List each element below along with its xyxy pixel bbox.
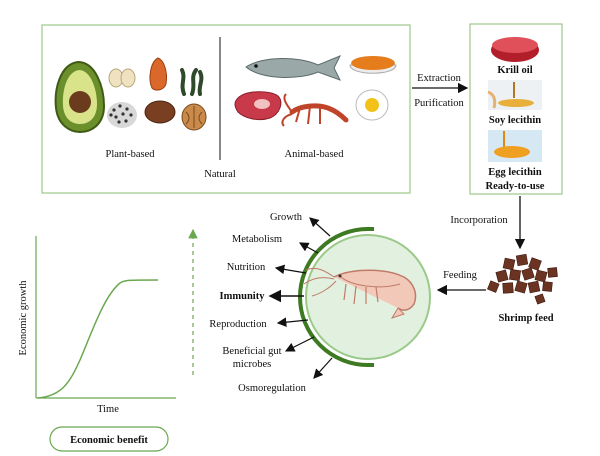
soy-lecithin-icon <box>487 80 542 110</box>
gut-microbes-label-line1: Beneficial gut <box>222 346 281 357</box>
shrimp-feed-label: Shrimp feed <box>498 313 553 324</box>
egg-icon <box>355 89 389 121</box>
krill-oil-label: Krill oil <box>497 65 532 76</box>
osmoregulation-label: Osmoregulation <box>238 383 306 394</box>
ready-to-use-label: Ready-to-use <box>486 181 545 192</box>
purification-label: Purification <box>414 98 464 109</box>
seeds-icon <box>108 68 136 88</box>
fish-icon <box>245 55 342 81</box>
gut-microbes-label-line2: microbes <box>233 359 272 370</box>
reproduction-label: Reproduction <box>209 319 267 330</box>
meat-icon <box>234 91 282 121</box>
krill-oil-icon <box>491 37 539 62</box>
nutrition-arrow <box>274 264 307 275</box>
graph-x-label: Time <box>97 404 119 415</box>
natural-label: Natural <box>204 169 236 180</box>
sources-box <box>41 24 411 194</box>
growth-label: Growth <box>270 212 303 223</box>
graph-y-label: Economic growth <box>18 280 29 356</box>
economic-benefit-label: Economic benefit <box>70 435 148 446</box>
osmoregulation-arrow <box>313 357 333 379</box>
walnut-icon <box>181 103 207 131</box>
animal-based-label: Animal-based <box>285 149 345 160</box>
plant-based-label: Plant-based <box>106 149 156 160</box>
soy-lecithin-label: Soy lecithin <box>489 115 541 126</box>
reproduction-arrow <box>276 317 309 327</box>
shrimp-feed-pellets-icon <box>487 253 558 305</box>
incorporation-label: Incorporation <box>450 215 508 226</box>
shrimp-circle <box>305 234 431 360</box>
immunity-label: Immunity <box>220 291 266 302</box>
feeding-label: Feeding <box>443 270 478 281</box>
gut-microbes-arrow <box>284 336 315 352</box>
extraction-label: Extraction <box>417 73 461 84</box>
fish-roe-icon <box>349 56 397 74</box>
egg-lecithin-icon <box>488 130 542 162</box>
growth-curve <box>37 279 159 399</box>
crawfish-icon <box>281 93 349 127</box>
chia-seeds-icon <box>107 102 137 128</box>
products-box <box>469 23 563 195</box>
shrimp-icon <box>303 267 417 319</box>
nutrition-label: Nutrition <box>227 262 266 273</box>
almond-icon <box>149 57 167 91</box>
egg-lecithin-label: Egg lecithin <box>488 167 542 178</box>
nut-icon <box>144 100 176 124</box>
metabolism-arrow <box>298 242 319 254</box>
economic-benefit-pill <box>49 426 169 452</box>
shrimp-circle-arc <box>298 227 369 367</box>
seaweed-icon <box>180 68 204 96</box>
metabolism-label: Metabolism <box>232 234 282 245</box>
avocado-icon <box>54 60 106 134</box>
growth-arrow <box>309 217 331 237</box>
